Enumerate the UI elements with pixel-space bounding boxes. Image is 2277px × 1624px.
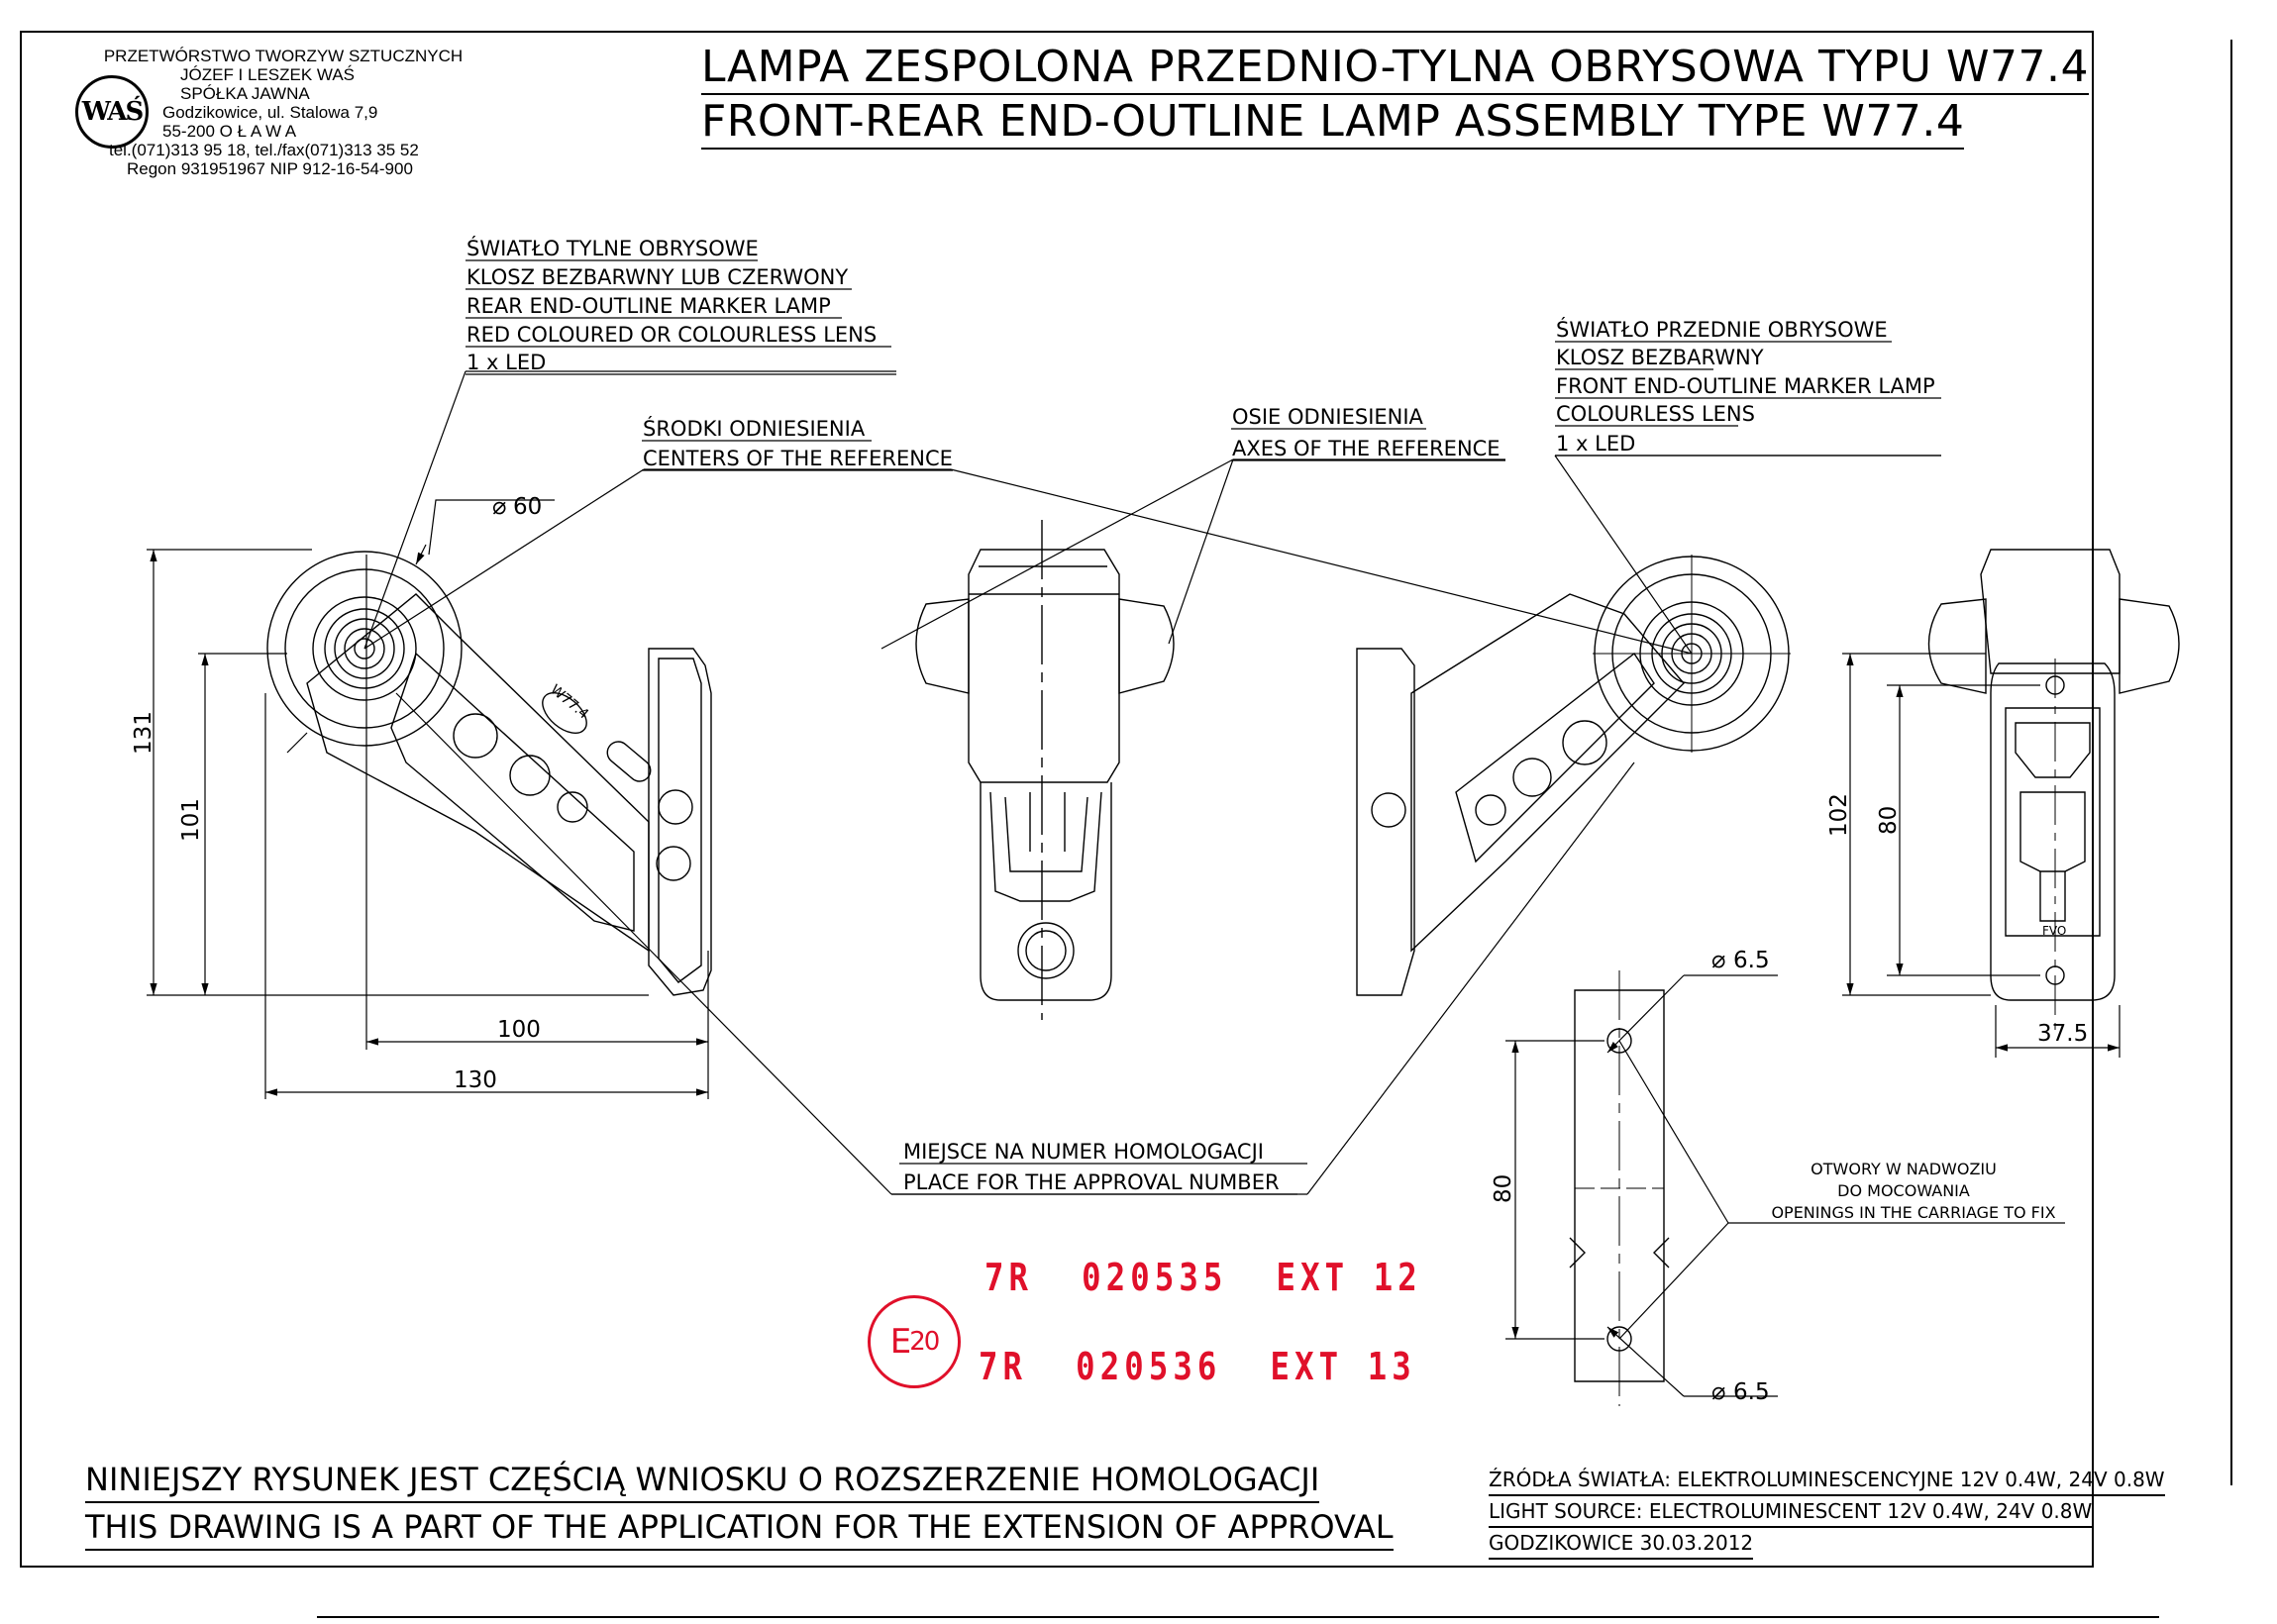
front-callout-3: FRONT END-OUTLINE MARKER LAMP — [1556, 374, 1935, 398]
rear-callout-1: ŚWIATŁO TYLNE OBRYSOWE — [466, 236, 759, 260]
badge-w77-4: W77.4 — [547, 682, 591, 723]
place-date: GODZIKOWICE 30.03.2012 — [1489, 1528, 1754, 1560]
approval-place-pl: MIEJSCE NA NUMER HOMOLOGACJI — [903, 1140, 1264, 1164]
company-line-2: JÓZEF I LESZEK WAŚ — [180, 65, 356, 84]
approval-number-2: 7R 020536 EXT 13 — [979, 1345, 1416, 1388]
company-registration: Regon 931951967 NIP 912-16-54-900 — [127, 159, 413, 178]
openings-line-3: OPENINGS IN THE CARRIAGE TO FIX — [1771, 1203, 2055, 1222]
dim-37-5: 37.5 — [2037, 1021, 2088, 1047]
dim-130: 130 — [454, 1067, 497, 1093]
rear-callout-5: 1 x LED — [466, 351, 546, 374]
title-english: FRONT-REAR END-OUTLINE LAMP ASSEMBLY TYP… — [701, 98, 1965, 150]
axes-callout-en: AXES OF THE REFERENCE — [1232, 437, 1501, 460]
view-back — [1927, 549, 2180, 1030]
approval-number-1: 7R 020535 EXT 12 — [984, 1256, 1422, 1299]
dimension-lines — [147, 499, 2121, 1397]
centers-callout-pl: ŚRODKI ODNIESIENIA — [643, 416, 866, 441]
company-logo: WAŚ — [75, 75, 149, 149]
title-polish: LAMPA ZESPOLONA PRZEDNIO-TYLNA OBRYSOWA … — [701, 44, 2089, 95]
dim-d60: 60 — [513, 494, 542, 520]
dim-100: 100 — [497, 1017, 541, 1043]
light-source-pl: ŹRÓDŁA ŚWIATŁA: ELEKTROLUMINESCENCYJNE 1… — [1489, 1465, 2165, 1496]
footer-note-pl: NINIEJSZY RYSUNEK JEST CZĘŚCIĄ WNIOSKU O… — [85, 1458, 1320, 1503]
approval-country-number: 20 — [909, 1327, 940, 1357]
light-source-info: ŹRÓDŁA ŚWIATŁA: ELEKTROLUMINESCENCYJNE 1… — [1489, 1465, 2165, 1560]
footer-note: NINIEJSZY RYSUNEK JEST CZĘŚCIĄ WNIOSKU O… — [85, 1458, 1394, 1553]
dim-80-holes: 80 — [1491, 1174, 1516, 1203]
dim-d6-5-top: 6.5 — [1733, 948, 1770, 973]
drawing-frame — [20, 31, 2094, 1568]
callout-underlines — [466, 259, 1941, 1195]
company-info: PRZETWÓRSTWO TWORZYW SZTUCZNYCH JÓZEF I … — [75, 47, 491, 178]
view-front — [915, 520, 1175, 1020]
openings-line-2: DO MOCOWANIA — [1837, 1181, 1970, 1200]
axes-callout-pl: OSIE ODNIESIENIA — [1232, 405, 1424, 429]
drawing-title: LAMPA ZESPOLONA PRZEDNIO-TYLNA OBRYSOWA … — [701, 44, 2089, 152]
svg-text:⌀: ⌀ — [1711, 1377, 1725, 1405]
light-source-en: LIGHT SOURCE: ELECTROLUMINESCENT 12V 0.4… — [1489, 1496, 2093, 1528]
footer-note-en: THIS DRAWING IS A PART OF THE APPLICATIO… — [85, 1505, 1394, 1551]
front-callout-4: COLOURLESS LENS — [1556, 402, 1755, 426]
dim-d6-5-bottom: 6.5 — [1733, 1379, 1770, 1405]
dim-80-side: 80 — [1876, 806, 1902, 835]
frame-right-edge — [2230, 40, 2232, 1485]
dim-101: 101 — [178, 798, 204, 842]
company-line-1: PRZETWÓRSTWO TWORZYW SZTUCZNYCH — [103, 47, 464, 65]
rear-callout-4: RED COLOURED OR COLOURLESS LENS — [466, 323, 877, 347]
company-address: Godzikowice, ul. Stalowa 7,9 — [162, 103, 378, 122]
centers-callout-en: CENTERS OF THE REFERENCE — [643, 447, 953, 470]
front-callout-1: ŚWIATŁO PRZEDNIE OBRYSOWE — [1556, 317, 1888, 342]
dim-131: 131 — [131, 711, 156, 755]
openings-text: OTWORY W NADWOZIU DO MOCOWANIA OPENINGS … — [1771, 1160, 2055, 1222]
approval-e-letter: E — [889, 1322, 912, 1362]
dim-102: 102 — [1826, 793, 1852, 837]
company-city: 55-200 O Ł A W A — [162, 122, 297, 141]
svg-text:⌀: ⌀ — [492, 492, 506, 520]
front-callout-2: KLOSZ BEZBARWNY — [1556, 346, 1764, 369]
company-line-3: SPÓŁKA JAWNA — [180, 84, 310, 103]
brand-small: FVO — [2042, 924, 2066, 938]
front-callout-5: 1 x LED — [1556, 432, 1635, 456]
rear-callout-3: REAR END-OUTLINE MARKER LAMP — [466, 294, 831, 318]
rear-callout-2: KLOSZ BEZBARWNY LUB CZERWONY — [466, 265, 848, 289]
openings-line-1: OTWORY W NADWOZIU — [1811, 1160, 1997, 1178]
view-rear-side — [266, 551, 712, 996]
company-phone: tel.(071)313 95 18, tel./fax(071)313 35 … — [109, 141, 419, 159]
approval-place-en: PLACE FOR THE APPROVAL NUMBER — [903, 1170, 1280, 1194]
callout-text: ŚWIATŁO TYLNE OBRYSOWE KLOSZ BEZBARWNY L… — [466, 236, 1935, 1194]
view-front-side — [1356, 555, 1791, 996]
view-mounting-holes — [1569, 970, 1670, 1406]
scan-edge-line — [317, 1616, 2159, 1618]
svg-text:⌀: ⌀ — [1711, 946, 1725, 973]
